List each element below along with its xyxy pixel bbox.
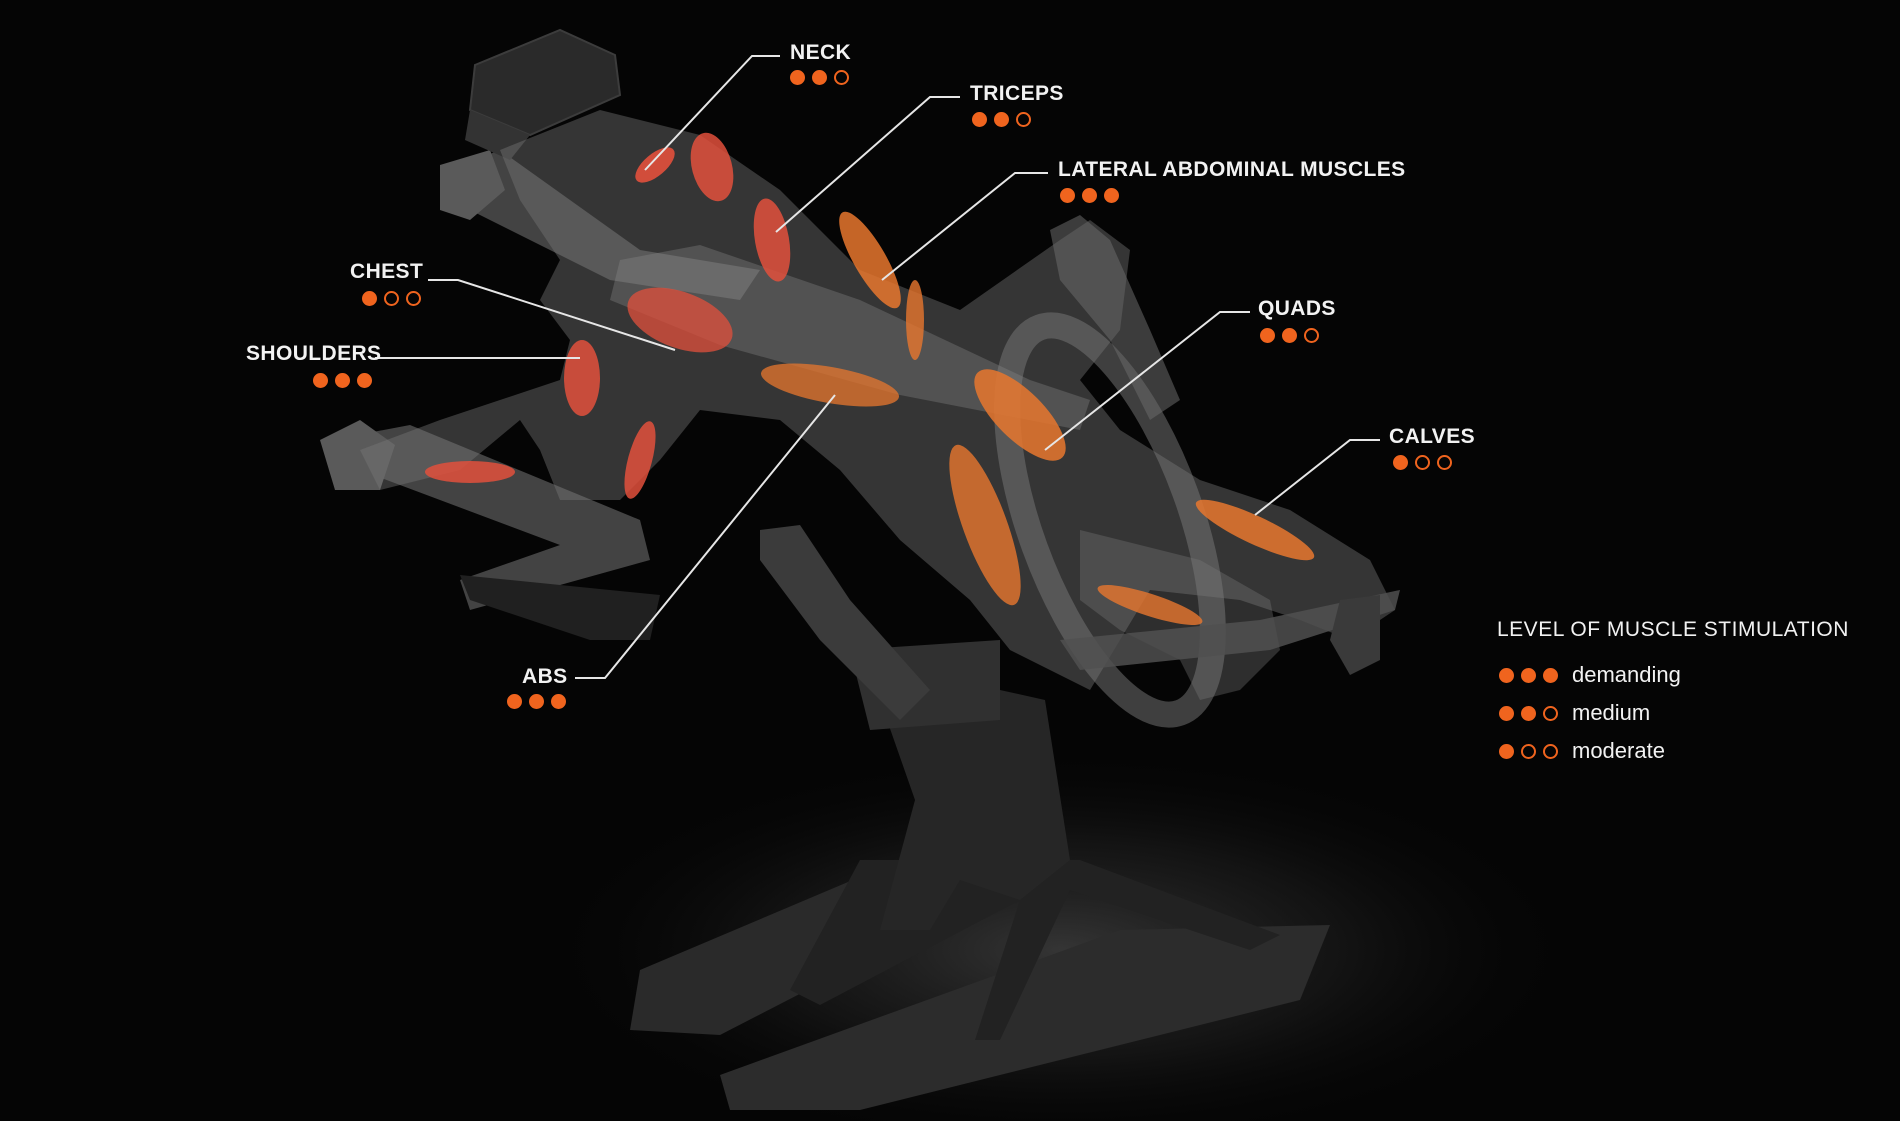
upper-arm-rail (450, 150, 760, 300)
filled-dot-icon (507, 694, 522, 709)
lateral-abdominal-rating (1060, 188, 1119, 203)
abs-callout (575, 394, 836, 679)
legend-label-medium: medium (1572, 700, 1651, 725)
filled-dot-icon (1060, 188, 1075, 203)
lateral-abdominal-muscle (839, 211, 901, 309)
lower-arm-rail (330, 425, 650, 610)
legend-item-demanding: demanding (1499, 662, 1681, 688)
empty-dot-icon (1543, 705, 1558, 721)
triceps-rating (972, 112, 1031, 127)
muscle-highlights (425, 132, 1315, 625)
filled-dot-icon (1282, 328, 1297, 343)
filled-dot-icon (1521, 667, 1536, 683)
filled-dot-icon (529, 694, 544, 709)
filled-dot-icon (335, 373, 350, 388)
hoop (994, 312, 1226, 728)
base-plate-right (720, 925, 1330, 1110)
leg-cradle (760, 525, 930, 720)
neck-callout (644, 55, 780, 171)
lower-calf-muscle (1097, 585, 1203, 625)
legend-label-moderate: moderate (1572, 738, 1665, 763)
calves-label: CALVES (1389, 425, 1476, 448)
filled-dot-icon (1543, 667, 1558, 683)
calves-callout (1254, 439, 1380, 516)
upper-fist (440, 150, 505, 220)
empty-dot-icon (384, 291, 399, 306)
legend-item-medium: medium (1499, 700, 1650, 726)
empty-dot-icon (1521, 743, 1536, 759)
neck-rating (790, 70, 849, 85)
chest-label: CHEST (350, 260, 424, 283)
quads-muscle (974, 369, 1066, 461)
empty-dot-icon (1304, 328, 1319, 343)
filled-dot-icon (972, 112, 987, 127)
filled-dot-icon (1082, 188, 1097, 203)
quads-callout (1044, 311, 1250, 451)
empty-dot-icon (1415, 455, 1430, 470)
foot-rail (1060, 590, 1400, 670)
filled-dot-icon (357, 373, 372, 388)
lower-fist (320, 420, 395, 490)
lower-pad (460, 575, 660, 640)
empty-dot-icon (1437, 455, 1452, 470)
legend-label-demanding: demanding (1572, 662, 1681, 687)
shoulders-label: SHOULDERS (246, 342, 382, 365)
triceps-muscle (753, 198, 791, 282)
neck-muscle (635, 147, 675, 183)
empty-dot-icon (406, 291, 421, 306)
calves-rating (1393, 455, 1452, 470)
legend-rating-medium (1499, 705, 1558, 721)
trapezius-muscle (690, 132, 734, 202)
filled-dot-icon (1393, 455, 1408, 470)
legend-title: LEVEL OF MUSCLE STIMULATION (1497, 618, 1849, 641)
lateral-abdominal-label: LATERAL ABDOMINAL MUSCLES (1058, 158, 1406, 181)
filled-dot-icon (994, 112, 1009, 127)
legend-rating-demanding (1499, 667, 1558, 683)
legend-rating-moderate (1499, 743, 1558, 759)
lateral-abdominal-callout (881, 172, 1048, 281)
hamstring-muscle (949, 444, 1021, 606)
back-board (610, 245, 1090, 430)
filled-dot-icon (1104, 188, 1119, 203)
filled-dot-icon (790, 70, 805, 85)
filled-dot-icon (313, 373, 328, 388)
floor-glow (540, 750, 1580, 1121)
filled-dot-icon (812, 70, 827, 85)
quads-label: QUADS (1258, 297, 1336, 320)
filled-dot-icon (1499, 705, 1514, 721)
filled-dot-icon (1260, 328, 1275, 343)
filled-dot-icon (551, 694, 566, 709)
abs-label: ABS (522, 665, 568, 688)
filled-dot-icon (1499, 743, 1514, 759)
neck-label: NECK (790, 41, 852, 64)
forearm-muscle (425, 461, 515, 483)
triceps-label: TRICEPS (970, 82, 1064, 105)
shoulders-rating (313, 373, 372, 388)
triceps-callout (775, 96, 960, 233)
empty-dot-icon (1543, 743, 1558, 759)
biceps-muscle (624, 421, 656, 499)
chest-callout (428, 279, 676, 351)
legend-item-moderate: moderate (1499, 738, 1665, 764)
filled-dot-icon (1499, 667, 1514, 683)
abs-rating (507, 694, 566, 709)
foot-pad (1330, 595, 1380, 675)
quads-rating (1260, 328, 1319, 343)
filled-dot-icon (1521, 705, 1536, 721)
chest-muscle (627, 287, 733, 353)
shoulder-muscle (564, 340, 600, 416)
callout-lines (375, 55, 1380, 679)
empty-dot-icon (834, 70, 849, 85)
central-stand (880, 690, 1070, 930)
empty-dot-icon (1016, 112, 1031, 127)
abs-muscle (760, 363, 900, 407)
chest-rating (362, 291, 421, 306)
lateral-abdominal-muscle-2 (906, 280, 924, 360)
filled-dot-icon (362, 291, 377, 306)
calf-muscle (1195, 499, 1315, 561)
